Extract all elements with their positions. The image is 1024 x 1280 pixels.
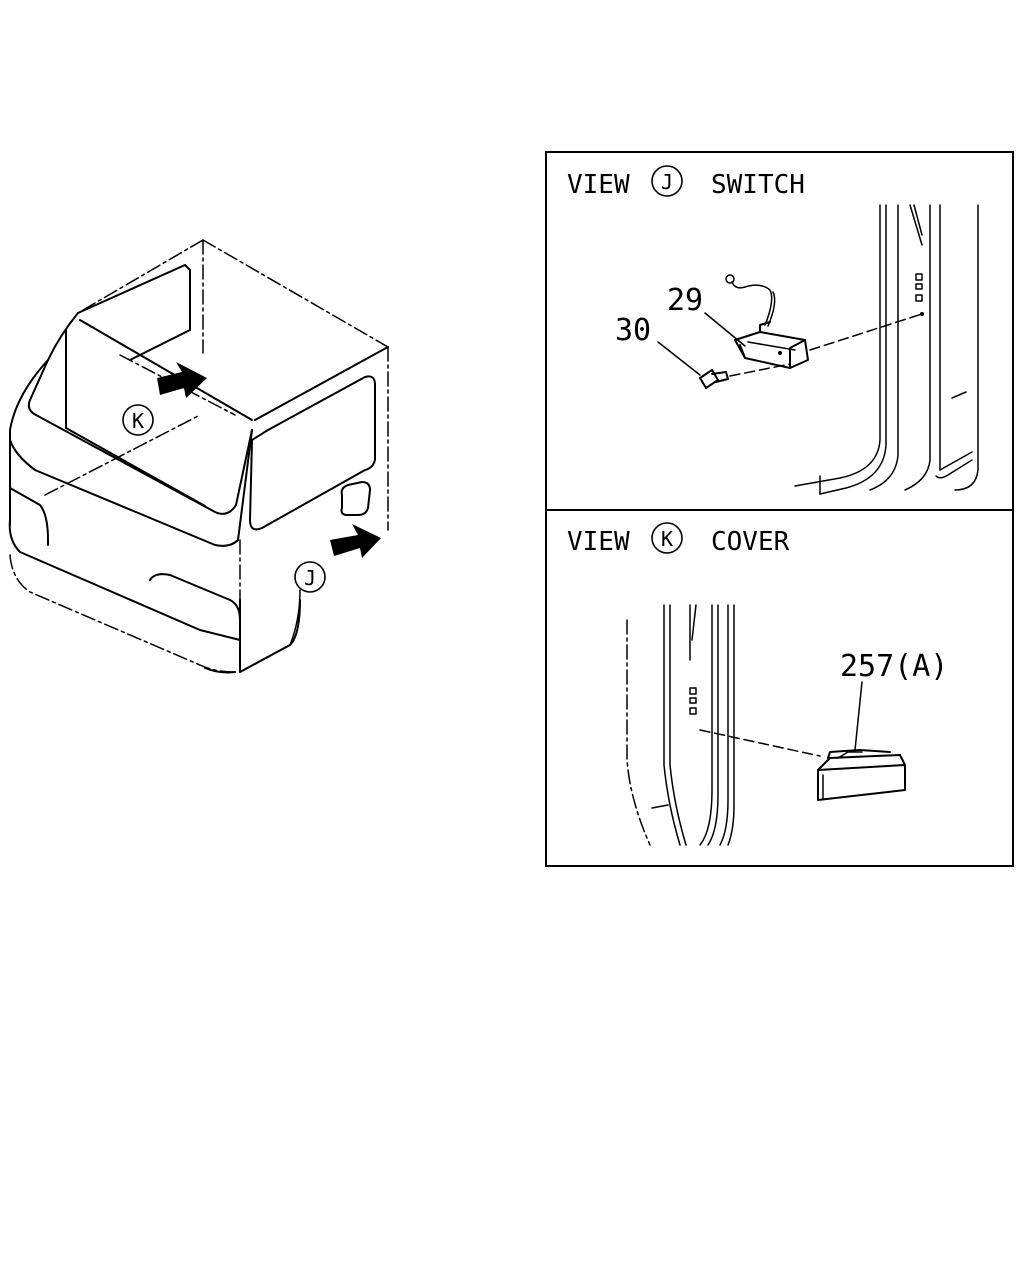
view-j-letter: J	[661, 170, 673, 194]
view-k-cover: VIEW K COVER 257(A	[567, 522, 948, 846]
callout-j-circle	[294, 561, 326, 593]
switch-part	[699, 274, 809, 389]
cab-illustration: K J	[8, 239, 389, 674]
door-pillar-j	[794, 204, 979, 495]
callout-k-label: K	[132, 409, 144, 433]
view-j-switch: VIEW J SWITCH	[567, 165, 979, 495]
arrow-k-icon	[157, 362, 207, 398]
callout-j-label: J	[304, 566, 316, 590]
part-29-label: 29	[667, 283, 703, 318]
part-257-label: 257(A)	[840, 649, 948, 684]
detail-panels	[545, 151, 1014, 867]
cover-part	[817, 749, 906, 801]
view-k-title: COVER	[711, 527, 790, 557]
view-k-word: VIEW	[567, 527, 630, 557]
view-j-title: SWITCH	[711, 170, 805, 200]
door-pillar-k	[626, 604, 735, 846]
view-j-circle	[651, 165, 683, 197]
arrow-j-icon	[330, 524, 381, 558]
view-j-word: VIEW	[567, 170, 630, 200]
part-30-label: 30	[615, 313, 651, 348]
view-k-letter: K	[661, 527, 673, 551]
view-k-circle	[651, 522, 683, 554]
callout-k-circle	[122, 404, 154, 436]
